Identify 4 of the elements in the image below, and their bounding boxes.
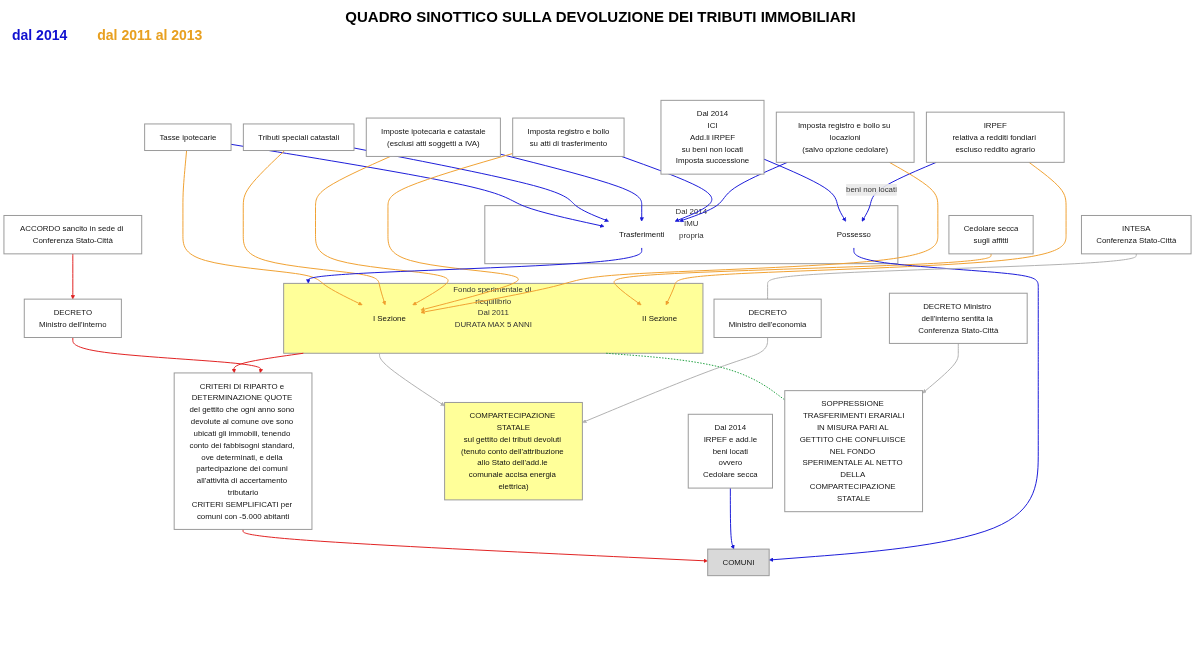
period-label: dal 2014 <box>12 27 68 43</box>
period-label: dal 2011 al 2013 <box>97 27 203 43</box>
diagram-title: QUADRO SINOTTICO SULLA DEVOLUZIONE DEI TRIBUTI IMMOBILIARI <box>344 8 857 25</box>
connector <box>767 253 1137 300</box>
